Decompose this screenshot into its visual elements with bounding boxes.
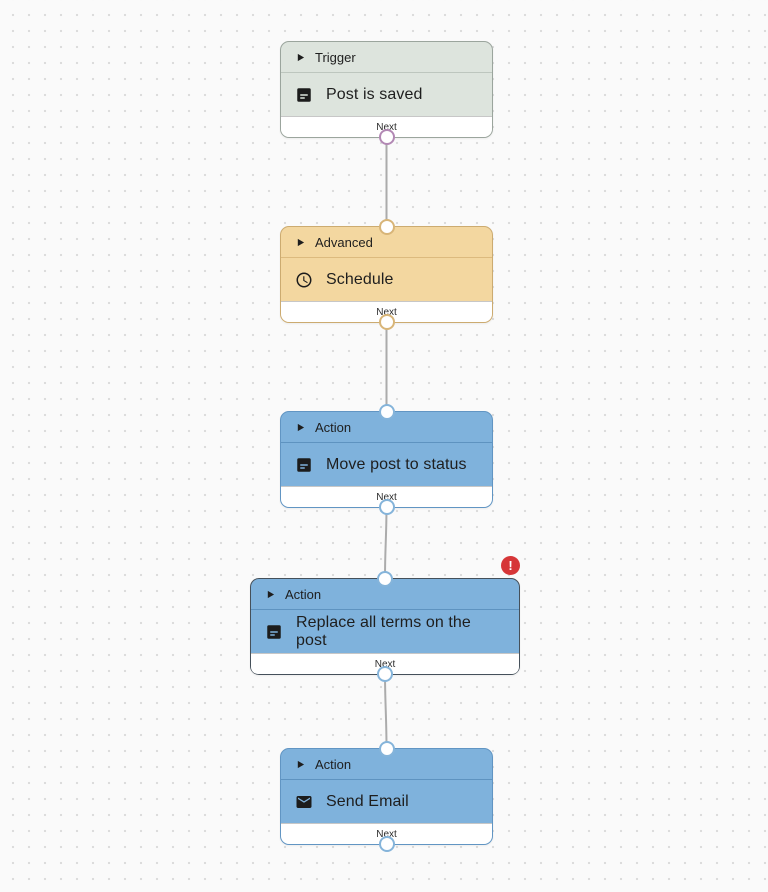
node-type-label: Action — [285, 586, 322, 602]
input-port[interactable] — [377, 571, 393, 587]
node-body: Schedule — [281, 258, 492, 301]
next-label: Next — [376, 121, 397, 133]
connector-line — [384, 505, 388, 579]
collapse-triangle-icon — [297, 53, 305, 61]
node-next-slot[interactable]: Next — [281, 116, 492, 137]
email-icon — [296, 795, 312, 808]
document-icon — [267, 624, 281, 639]
next-label: Next — [376, 306, 397, 318]
node-next-slot[interactable]: Next — [251, 653, 519, 674]
output-port[interactable] — [378, 314, 395, 330]
node-type-label: Advanced — [315, 234, 373, 250]
node-header[interactable]: Action — [251, 579, 519, 610]
node-title: Send Email — [326, 792, 409, 810]
next-label: Next — [374, 658, 396, 670]
node-next-slot[interactable]: Next — [281, 823, 492, 844]
collapse-triangle-icon — [297, 423, 305, 431]
node-type-label: Trigger — [315, 49, 356, 65]
node-type-label: Action — [315, 419, 352, 435]
node-title: Post is saved — [326, 85, 423, 103]
node-type-label: Action — [315, 756, 352, 772]
input-port[interactable] — [378, 219, 395, 235]
clock-icon — [296, 272, 312, 287]
collapse-triangle-icon — [267, 590, 275, 598]
node-title: Schedule — [326, 270, 394, 288]
output-port[interactable] — [378, 836, 395, 852]
error-badge[interactable]: ! — [501, 556, 520, 575]
node-header[interactable]: Advanced — [281, 227, 492, 258]
workflow-node-schedule[interactable]: Advanced Schedule Next — [280, 219, 493, 330]
next-label: Next — [376, 491, 397, 503]
connector-line — [384, 672, 388, 749]
output-port[interactable] — [378, 129, 395, 145]
node-header[interactable]: Action — [281, 749, 492, 780]
node-header[interactable]: Action — [281, 412, 492, 443]
node-body: Send Email — [281, 780, 492, 823]
output-port[interactable] — [377, 666, 393, 682]
input-port[interactable] — [378, 404, 395, 420]
workflow-node-replace-all-terms[interactable]: ! Action Replace all terms on the post N… — [250, 556, 520, 682]
collapse-triangle-icon — [297, 760, 305, 768]
error-symbol: ! — [508, 558, 513, 573]
node-body: Replace all terms on the post — [251, 610, 519, 653]
node-body: Move post to status — [281, 443, 492, 486]
node-body: Post is saved — [281, 73, 492, 116]
document-icon — [297, 457, 311, 472]
input-port[interactable] — [378, 741, 395, 757]
workflow-node-trigger[interactable]: Trigger Post is saved Next — [280, 41, 493, 145]
node-title: Replace all terms on the post — [296, 613, 471, 649]
node-title: Move post to status — [326, 455, 467, 473]
workflow-node-send-email[interactable]: Action Send Email Next — [280, 741, 493, 852]
collapse-triangle-icon — [297, 238, 305, 246]
node-next-slot[interactable]: Next — [281, 301, 492, 322]
node-header[interactable]: Trigger — [281, 42, 492, 73]
workflow-node-move-post-to-status[interactable]: Action Move post to status Next — [280, 404, 493, 515]
node-next-slot[interactable]: Next — [281, 486, 492, 507]
output-port[interactable] — [378, 499, 395, 515]
next-label: Next — [376, 828, 397, 840]
document-icon — [297, 87, 311, 102]
